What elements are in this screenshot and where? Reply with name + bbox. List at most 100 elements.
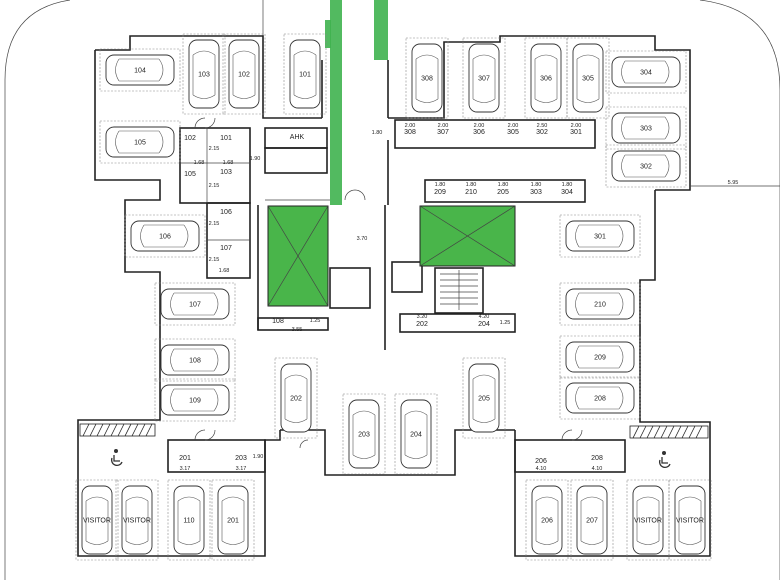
dimension-label: 1.80 (498, 182, 509, 188)
car-outline (228, 39, 260, 109)
parking-space-number: 106 (159, 234, 171, 241)
rear-window (177, 540, 201, 545)
rear-window (115, 130, 120, 154)
parking-stall (154, 282, 236, 326)
windshield (580, 496, 604, 502)
car-outline (572, 43, 604, 113)
rear-window (575, 292, 580, 316)
car-outline (576, 485, 608, 555)
parking-car: VISITOR (75, 479, 119, 561)
rear-window (621, 60, 626, 84)
parking-space-number: 308 (421, 76, 433, 83)
parking-car: 301 (559, 214, 641, 258)
car-outline (280, 363, 312, 433)
parking-space-number: 105 (134, 140, 146, 147)
parking-stall (462, 37, 506, 119)
car-outline (121, 485, 153, 555)
storage-room-number: 201 (179, 455, 191, 462)
parking-stall (99, 48, 181, 92)
parking-car: 101 (283, 33, 327, 115)
parking-space-number: 307 (478, 76, 490, 83)
parking-stall (668, 479, 712, 561)
windshield (158, 130, 164, 154)
parking-space-number: 208 (594, 396, 606, 403)
dimension-label: 4.10 (592, 466, 603, 472)
car-outline (611, 150, 681, 182)
car-outline (173, 485, 205, 555)
rear-window (534, 98, 558, 103)
parking-car: 104 (99, 48, 181, 92)
rear-window (576, 98, 600, 103)
dimension-label: 4.10 (536, 466, 547, 472)
parking-car: 209 (559, 335, 641, 379)
accessible-parking-icon (110, 449, 123, 466)
windshield (472, 374, 496, 380)
rear-window (170, 388, 175, 412)
car-outline (468, 43, 500, 113)
windshield (664, 60, 670, 84)
parking-stall (99, 120, 181, 164)
car-outline (565, 288, 635, 320)
dimension-label: 1.90 (250, 156, 261, 162)
parking-stall (75, 479, 119, 561)
windshield (293, 50, 317, 56)
parking-stall (283, 33, 327, 115)
parking-car: 201 (211, 479, 255, 561)
dimension-label: 1.25 (500, 320, 511, 326)
rear-window (293, 94, 317, 99)
parking-car: VISITOR (115, 479, 159, 561)
parking-car: 307 (462, 37, 506, 119)
parking-car: 302 (605, 144, 687, 188)
parking-stall (462, 357, 506, 439)
dimension-label: 3.17 (180, 466, 191, 472)
parking-car: 105 (99, 120, 181, 164)
parking-space-number: 107 (189, 302, 201, 309)
parking-stall (154, 378, 236, 422)
site-boundary-right (699, 0, 780, 580)
rear-window (580, 540, 604, 545)
windshield (221, 496, 245, 502)
car-outline (531, 485, 563, 555)
parking-car: 203 (342, 393, 386, 475)
windshield (232, 50, 256, 56)
storage-room-number: 205 (497, 189, 509, 196)
rear-window (415, 98, 439, 103)
parking-car: 205 (462, 357, 506, 439)
dimension-label: 1.80 (562, 182, 573, 188)
parking-space-number: 109 (189, 398, 201, 405)
storage-room-number: 302 (536, 129, 548, 136)
parking-stall (605, 144, 687, 188)
parking-car: 303 (605, 106, 687, 150)
parking-stall (566, 37, 610, 119)
parking-stall (559, 214, 641, 258)
windshield (678, 496, 702, 502)
parking-space-number: 202 (290, 396, 302, 403)
car-outline (611, 56, 681, 88)
windshield (213, 292, 219, 316)
car-outline (160, 288, 230, 320)
outer-walls (77, 35, 711, 557)
dimension-label: 4.20 (479, 314, 490, 320)
parking-space-number: 203 (358, 432, 370, 439)
rear-window (621, 154, 626, 178)
parking-car: 102 (222, 33, 266, 115)
dimension-label: 2.15 (209, 257, 220, 263)
car-outline (565, 220, 635, 252)
parking-stall (559, 376, 641, 420)
windshield (213, 388, 219, 412)
car-outline (632, 485, 664, 555)
parking-space-number: VISITOR (634, 518, 662, 525)
car-outline (565, 341, 635, 373)
parking-car: 306 (524, 37, 568, 119)
parking-space-number: VISITOR (676, 518, 704, 525)
parking-stall (394, 393, 438, 475)
parking-space-number: 304 (640, 70, 652, 77)
windshield (636, 496, 660, 502)
dimension-label: 1.68 (219, 268, 230, 274)
parking-stall (274, 357, 318, 439)
parking-space-number: 210 (594, 302, 606, 309)
parking-car: 308 (405, 37, 449, 119)
parking-space-number: 104 (134, 68, 146, 75)
windshield (618, 386, 624, 410)
